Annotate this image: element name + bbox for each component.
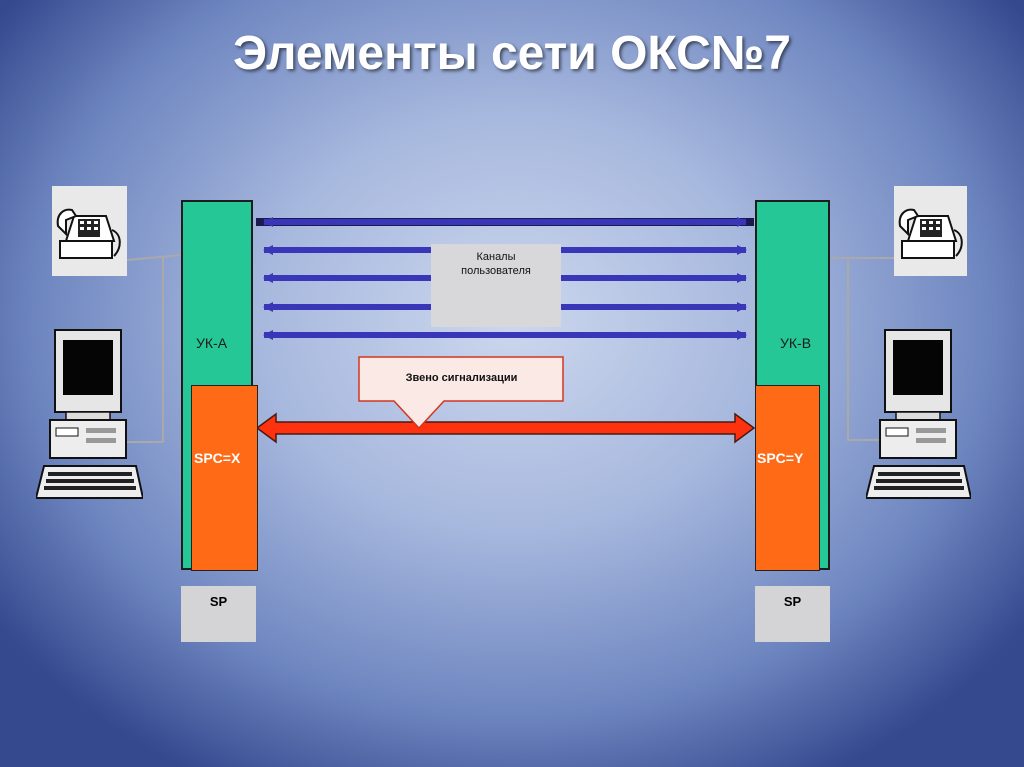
- exchange-label-a: УК-А: [196, 335, 228, 351]
- spc-block-a: [191, 385, 258, 571]
- user-channels-line-2: пользователя: [461, 265, 531, 277]
- user-channel-arrows: [256, 217, 754, 340]
- telephone-icon: [894, 186, 967, 276]
- terminal-wires: [126, 254, 894, 443]
- telephone-icon: [52, 186, 127, 276]
- signaling-link-arrow: [255, 412, 756, 444]
- sp-box-a: SP: [181, 586, 256, 642]
- sp-label-b: SP: [783, 594, 802, 609]
- sp-box-b: SP: [755, 586, 830, 642]
- exchange-label-b: УК-В: [780, 335, 812, 351]
- signaling-link-label: Звено сигнализации: [405, 372, 518, 384]
- slide-title: Элементы сети ОКС№7: [233, 27, 791, 80]
- sp-label-a: SP: [209, 594, 228, 609]
- computer-icon: [864, 328, 973, 503]
- user-channels-callout: Каналы пользователя: [431, 244, 561, 327]
- spc-label-b: SPC=Y: [757, 450, 804, 466]
- computer-icon: [34, 328, 145, 503]
- user-channels-line-1: Каналы: [476, 251, 516, 263]
- spc-label-a: SPC=X: [194, 450, 241, 466]
- spc-block-b: [755, 385, 820, 571]
